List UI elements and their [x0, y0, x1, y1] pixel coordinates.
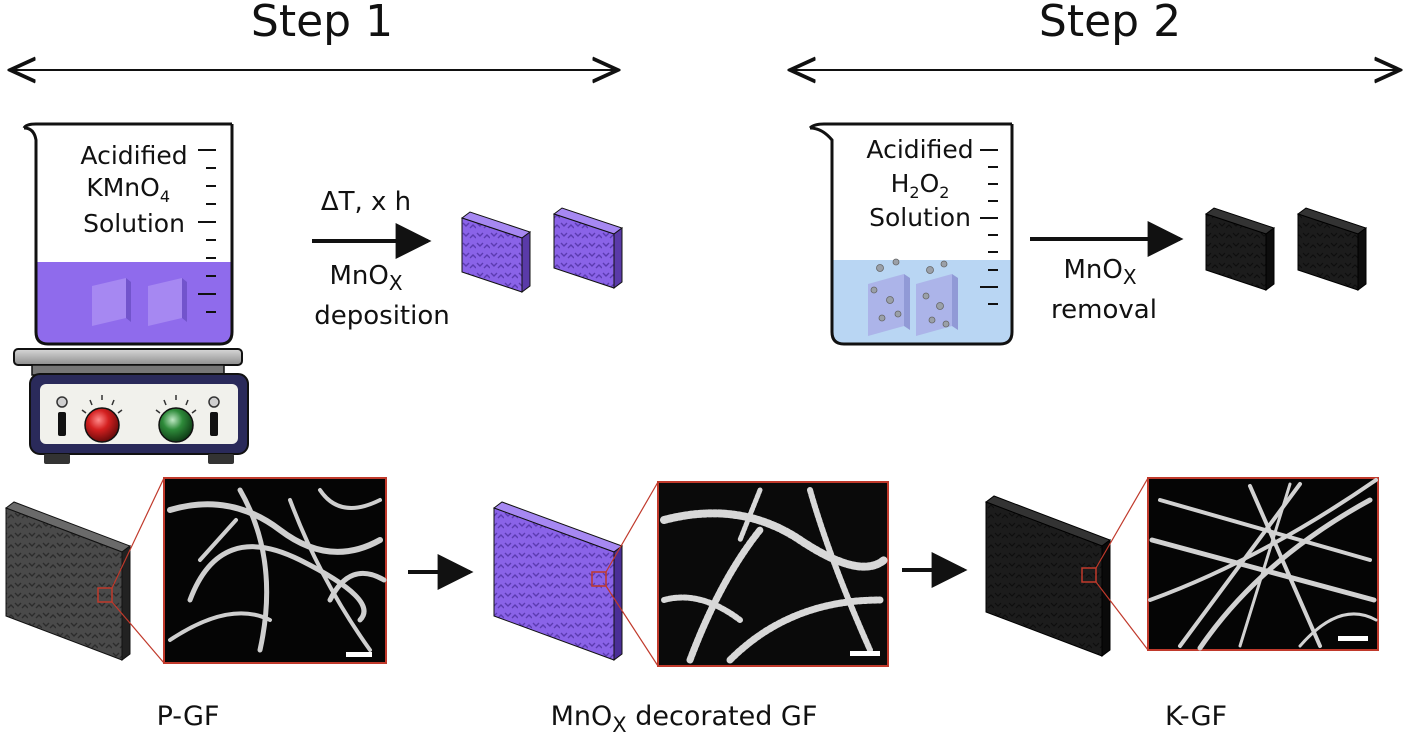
switch-left — [58, 412, 66, 436]
felt-black-small-2 — [1296, 207, 1368, 291]
felt-purple-small-2 — [552, 207, 624, 289]
arrow2-mnox-label: MnOX — [1063, 255, 1136, 289]
beaker1-text-line2: KMnO4 — [86, 173, 170, 206]
beaker1-text-line1: Acidified — [80, 141, 187, 170]
mnox-zoom-line-bottom — [605, 585, 659, 667]
sem-image-kgf — [1147, 477, 1379, 651]
beaker2-text-line3: Solution — [869, 203, 971, 232]
arrow1-bottom-label: deposition — [314, 301, 449, 331]
arrow1-mnox-label: MnOX — [329, 261, 402, 295]
felt-pgf — [4, 501, 132, 661]
scale-bar-mnox — [850, 651, 880, 656]
felt-mnox-decorated — [492, 501, 624, 661]
beaker-h2o2: Acidified H2O2 Solution — [808, 122, 1014, 346]
beaker1-glass — [23, 124, 234, 346]
beaker2-glass — [809, 124, 1014, 346]
kgf-zoom-line-top — [1095, 477, 1149, 569]
hot-plate-top — [13, 348, 243, 366]
arrow1-top-label: ΔT, x h — [321, 187, 411, 217]
felt-submerged-1a — [92, 278, 131, 326]
sem-image-mnox — [657, 481, 889, 667]
pgf-zoom-line-bottom — [111, 601, 165, 664]
beaker-kmno4: Acidified KMnO4 Solution — [22, 122, 234, 346]
step2-title: Step 2 — [1039, 0, 1181, 47]
label-pgf: P-GF — [157, 701, 220, 732]
beaker2-graduations — [980, 149, 998, 305]
knob-ticks-red — [81, 395, 123, 414]
red-knob — [84, 407, 120, 443]
label-mnox-decorated: MnOX decorated GF — [551, 701, 818, 737]
step1-title: Step 1 — [251, 0, 393, 47]
kgf-zoom-line-bottom — [1095, 581, 1149, 651]
indicator-light-right — [208, 396, 220, 408]
scale-bar-pgf — [346, 652, 372, 657]
felt-kgf — [984, 495, 1112, 657]
green-knob — [158, 407, 194, 443]
sem-image-pgf — [163, 477, 387, 664]
mnox-zoom-line-top — [605, 481, 659, 573]
indicator-light-left — [56, 396, 68, 408]
scale-bar-kgf — [1338, 636, 1368, 641]
pgf-zoom-marker — [97, 587, 113, 603]
beaker2-text-line1: Acidified — [866, 135, 973, 164]
label-kgf: K-GF — [1165, 701, 1227, 732]
beaker2-text-line2: H2O2 — [891, 169, 950, 202]
beaker1-liquid — [36, 262, 232, 344]
switch-right — [210, 412, 218, 436]
arrow2-bottom-label: removal — [1051, 295, 1157, 325]
knob-ticks-green — [155, 395, 197, 414]
felt-submerged-2b — [916, 274, 958, 336]
beaker1-text-line3: Solution — [83, 209, 185, 238]
pgf-zoom-line-top — [111, 477, 165, 589]
mnox-zoom-marker — [591, 571, 607, 587]
kgf-zoom-marker — [1081, 567, 1097, 583]
beaker1-graduations — [198, 149, 216, 313]
gas-bubbles — [870, 258, 950, 328]
felt-black-small-1 — [1204, 207, 1276, 291]
felt-submerged-1b — [148, 278, 187, 326]
felt-purple-small-1 — [460, 211, 532, 293]
hot-plate — [13, 348, 249, 464]
